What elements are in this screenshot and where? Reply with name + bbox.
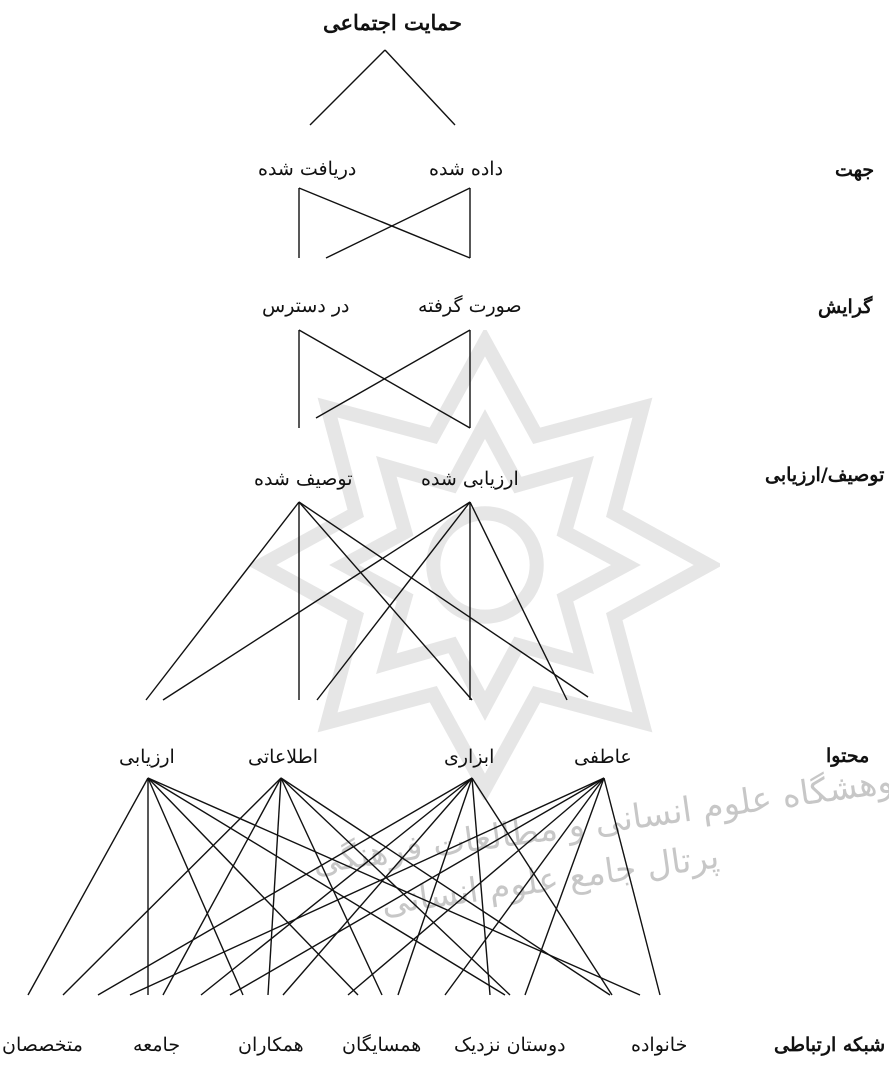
edge bbox=[603, 777, 661, 996]
edge bbox=[524, 777, 605, 996]
edge bbox=[162, 777, 282, 996]
edge bbox=[298, 501, 473, 701]
edge bbox=[471, 777, 491, 996]
edge bbox=[280, 777, 383, 996]
edge bbox=[62, 777, 282, 996]
node-neighbors: همسایگان bbox=[342, 1034, 422, 1056]
node-instrumental: ابزاری bbox=[444, 746, 495, 768]
edge bbox=[384, 49, 456, 126]
edge bbox=[162, 501, 471, 701]
watermark-emblem-icon bbox=[250, 330, 720, 800]
edge bbox=[397, 777, 473, 996]
row-title-orientation: گرایش bbox=[818, 296, 873, 318]
edge bbox=[147, 777, 359, 996]
edge bbox=[316, 501, 471, 701]
node-coworkers: همکاران bbox=[238, 1034, 304, 1056]
edge bbox=[298, 501, 589, 698]
edge bbox=[27, 777, 149, 996]
node-enacted: صورت گرفته bbox=[418, 295, 522, 317]
edge bbox=[147, 777, 506, 996]
edge bbox=[147, 777, 641, 996]
node-described: توصیف شده bbox=[254, 468, 353, 490]
edge bbox=[471, 777, 613, 996]
edge bbox=[469, 501, 568, 701]
edge bbox=[145, 501, 300, 701]
edge bbox=[229, 777, 605, 996]
node-informational: اطلاعاتی bbox=[248, 746, 318, 768]
edge bbox=[147, 777, 244, 996]
node-received: دریافت شده bbox=[258, 158, 357, 180]
edge bbox=[315, 329, 471, 419]
edge bbox=[347, 777, 605, 996]
edge bbox=[267, 777, 282, 996]
node-emotional: عاطفی bbox=[574, 746, 632, 768]
node-professionals: متخصصان bbox=[2, 1034, 83, 1056]
row-title-network: شبکه ارتباطی bbox=[774, 1034, 886, 1056]
node-community: جامعه bbox=[133, 1034, 181, 1056]
edge bbox=[280, 777, 611, 996]
edge bbox=[325, 187, 471, 259]
root-node: حمایت اجتماعی bbox=[323, 10, 463, 35]
edge bbox=[129, 777, 605, 996]
edge bbox=[282, 777, 473, 996]
node-given: داده شده bbox=[429, 158, 504, 180]
edge bbox=[298, 187, 471, 259]
node-evaluated: ارزیابی شده bbox=[421, 468, 519, 490]
node-family: خانواده bbox=[631, 1034, 688, 1056]
node-available: در دسترس bbox=[262, 295, 350, 317]
edge bbox=[444, 777, 605, 996]
row-title-content: محتوا bbox=[826, 745, 870, 767]
node-close-friends: دوستان نزدیک bbox=[454, 1034, 566, 1056]
row-title-direction: جهت bbox=[835, 159, 875, 181]
edge bbox=[97, 777, 473, 996]
row-title-description-evaluation: توصیف/ارزیابی bbox=[765, 464, 885, 486]
edge bbox=[309, 49, 386, 126]
node-evaluative: ارزیابی bbox=[119, 746, 175, 768]
edge bbox=[200, 777, 473, 996]
